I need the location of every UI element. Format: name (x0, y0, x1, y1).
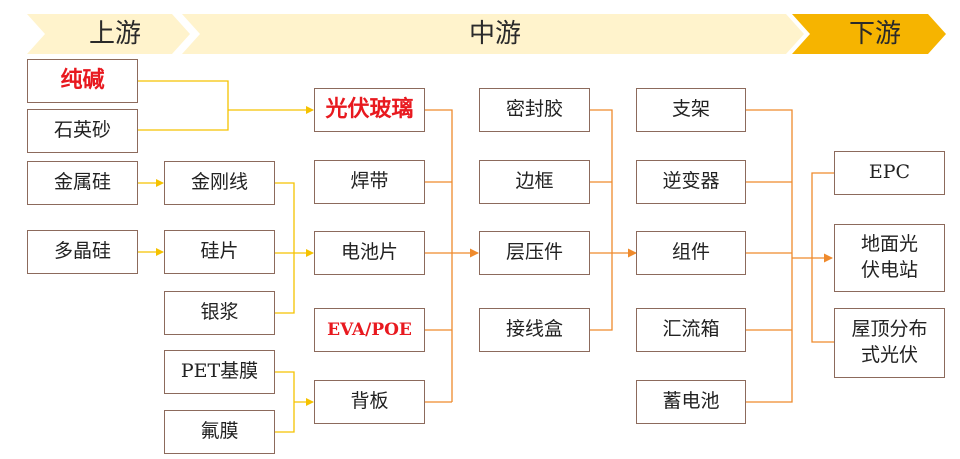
node-wafer: 硅片 (164, 230, 275, 274)
stage-label-downstream: 下游 (848, 19, 901, 49)
node-ribbon: 焊带 (314, 160, 425, 204)
node-junction-box: 接线盒 (479, 308, 590, 352)
node-pv-glass: 光伏玻璃 (314, 88, 425, 132)
node-module: 组件 (636, 231, 746, 275)
node-inverter: 逆变器 (636, 160, 746, 204)
node-backsheet: 背板 (314, 380, 425, 424)
node-soda-ash: 纯碱 (27, 59, 138, 103)
midstream-arrow (182, 14, 804, 54)
node-epc: EPC (834, 151, 945, 195)
node-fluorine-film: 氟膜 (164, 410, 275, 454)
node-laminate: 层压件 (479, 231, 590, 275)
node-bracket: 支架 (636, 88, 746, 132)
node-sealant: 密封胶 (479, 88, 590, 132)
node-ground-station: 地面光伏电站 (834, 224, 945, 292)
node-silver-paste: 银浆 (164, 291, 275, 335)
stage-label-midstream: 中游 (468, 19, 521, 49)
node-distributed-pv: 屋顶分布式光伏 (834, 308, 945, 378)
node-pet-film: PET基膜 (164, 350, 275, 394)
downstream-arrow (792, 14, 946, 54)
upstream-arrow (27, 14, 190, 54)
stage-label-upstream: 上游 (88, 19, 141, 49)
node-battery: 蓄电池 (636, 380, 746, 424)
node-polysilicon: 多晶硅 (27, 230, 138, 274)
node-metal-silicon: 金属硅 (27, 161, 138, 205)
node-quartz-sand: 石英砂 (27, 109, 138, 153)
node-diamond-wire: 金刚线 (164, 161, 275, 205)
node-frame: 边框 (479, 160, 590, 204)
node-cell: 电池片 (314, 231, 425, 275)
node-combiner-box: 汇流箱 (636, 308, 746, 352)
node-eva-poe: EVA/POE (314, 308, 425, 352)
